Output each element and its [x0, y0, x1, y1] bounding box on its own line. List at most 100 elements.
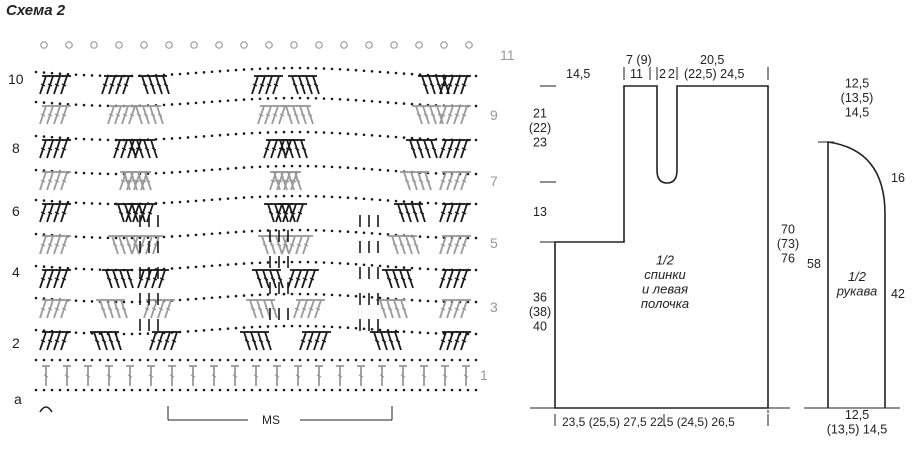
chain-stitch-dot — [242, 68, 246, 71]
stitch-bar — [266, 83, 272, 87]
chain-stitch-dot — [170, 201, 174, 204]
chain-stitch-dot — [258, 67, 262, 71]
stitch-bar — [272, 113, 278, 117]
stitch-bar — [258, 113, 264, 117]
chain-stitch-dot — [210, 198, 214, 202]
stitch-bar — [421, 374, 427, 378]
stitch-bar — [169, 374, 175, 378]
dim-top-right: 20,5 — [700, 53, 724, 67]
chain-stitch-dot — [90, 138, 94, 141]
chain-stitch-dot — [370, 296, 374, 299]
chain-stitch-dot — [402, 358, 406, 362]
chain-stitch-dot — [290, 228, 294, 232]
stitch-bar — [268, 211, 274, 215]
stitch-bar — [262, 243, 268, 247]
chain-stitch-dot — [50, 71, 54, 75]
chain-stitch-dot — [234, 68, 238, 72]
chain-stitch-dot — [58, 358, 62, 362]
dim-bottom: 23,5 (25,5) 27,5 22,5 (24,5) 26,5 — [562, 415, 735, 429]
chain-stitch-dot — [50, 199, 54, 203]
stitch-bar — [440, 211, 446, 215]
chain-stitch-dot — [274, 260, 278, 264]
chain-stitch-dot — [90, 388, 94, 392]
chain-stitch-dot — [186, 136, 190, 139]
stitch-bar — [277, 277, 283, 281]
chain-stitch-dot — [290, 164, 294, 168]
stitch-bar — [141, 179, 147, 183]
chain-stitch-dot — [338, 388, 342, 392]
picot-symbol — [190, 41, 198, 49]
stitch-bar — [108, 113, 114, 117]
chain-stitch-dot — [394, 71, 398, 75]
stitch-bar — [419, 211, 425, 215]
stitch-bar — [112, 243, 118, 247]
chain-stitch-dot — [258, 325, 262, 329]
chain-stitch-dot — [274, 324, 278, 328]
stitch-bar — [454, 83, 460, 87]
chain-stitch-dot — [290, 130, 294, 134]
stitch-bar — [251, 339, 257, 343]
stitch-bar — [447, 83, 453, 87]
chain-stitch-dot — [418, 388, 422, 392]
stitch-bar — [143, 113, 149, 117]
chain-stitch-dot — [410, 136, 414, 140]
chain-stitch-dot — [130, 268, 134, 272]
stitch-bar — [454, 243, 460, 247]
stitch-bar — [429, 83, 435, 87]
chain-stitch-dot — [66, 266, 70, 270]
chain-stitch-dot — [202, 329, 206, 332]
chain-stitch-dot — [354, 388, 358, 392]
chain-stitch-dot — [186, 358, 190, 362]
stitch-bar — [259, 83, 265, 87]
chain-stitch-dot — [106, 138, 110, 142]
chain-stitch-dot — [346, 294, 350, 298]
stitch-bar — [387, 307, 393, 311]
chain-stitch-dot — [250, 131, 254, 135]
chain-stitch-dot — [178, 102, 182, 106]
chain-stitch-dot — [258, 229, 262, 233]
chain-stitch-dot — [50, 101, 54, 105]
stitch-bar — [437, 113, 443, 117]
chain-stitch-dot — [90, 268, 94, 271]
chain-stitch-dot — [378, 388, 382, 392]
chain-stitch-dot — [394, 388, 398, 392]
stitch-bar — [400, 374, 406, 378]
picot-symbol — [265, 41, 273, 49]
chain-stitch-dot — [266, 195, 270, 198]
sleeve-labels: 12,5(13,5)14,5 16 42 58 12,5(13,5) 14,5 — [807, 77, 905, 437]
stitch-bar — [276, 211, 282, 215]
stitch-bar — [277, 179, 283, 183]
chain-stitch-dot — [210, 388, 214, 392]
stitch-bar — [404, 179, 410, 183]
stitch-bar — [40, 307, 46, 311]
chain-stitch-dot — [474, 104, 478, 108]
chain-stitch-dot — [82, 267, 86, 271]
stitch-bar — [151, 307, 157, 311]
stitch-bar — [293, 113, 299, 117]
chain-stitch-dot — [114, 388, 118, 392]
chain-stitch-dot — [298, 260, 302, 264]
chain-stitch-dot — [106, 358, 110, 362]
stitch-bar — [120, 277, 126, 281]
chain-stitch-dot — [274, 66, 278, 70]
stitch-bar — [61, 243, 67, 247]
chain-stitch-dot — [138, 358, 142, 362]
chain-stitch-dot — [346, 262, 350, 266]
chain-stitch-dot — [58, 266, 62, 269]
stitch-bar — [142, 83, 148, 87]
stitch-bar — [430, 113, 436, 117]
stitch-bar — [316, 374, 322, 378]
chain-stitch-dot — [218, 358, 222, 362]
stitch-bar — [64, 374, 70, 378]
chain-stitch-dot — [242, 230, 246, 233]
stitch-bar — [447, 307, 453, 311]
chain-stitch-dot — [42, 388, 46, 392]
chain-stitch-dot — [314, 228, 318, 232]
stitch-bar — [306, 83, 312, 87]
chain-stitch-dot — [66, 102, 70, 106]
stitch-bar — [295, 179, 301, 183]
sleeve-lower-height: 42 — [891, 287, 905, 301]
chain-stitch-dot — [378, 264, 382, 268]
stitch-bar — [159, 277, 165, 281]
chain-stitch-dot — [402, 72, 406, 75]
